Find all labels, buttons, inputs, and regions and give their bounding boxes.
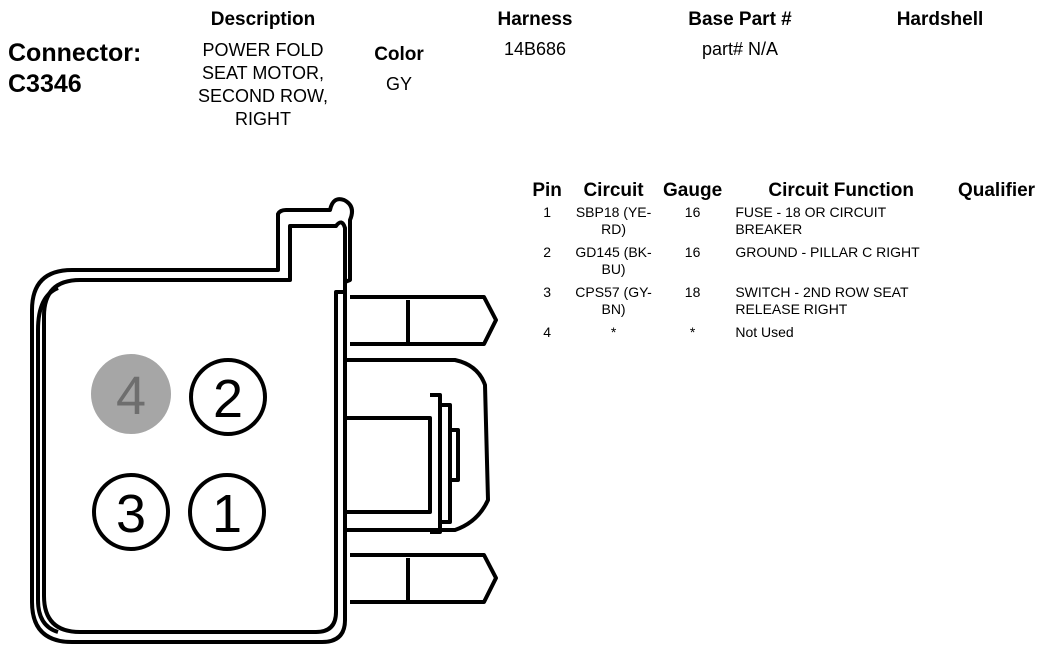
- pin-table: Pin Circuit Gauge Circuit Function Quali…: [525, 180, 1046, 347]
- cavity-2-label: 2: [213, 369, 243, 429]
- harness-heading: Harness: [497, 9, 573, 30]
- cell-pin: 2: [543, 244, 552, 260]
- cell-gauge: 16: [684, 204, 701, 220]
- connector-id: C3346: [8, 70, 82, 98]
- description-line: SEAT MOTOR,: [201, 63, 325, 83]
- cavity-4: 4: [91, 354, 171, 434]
- pin-table-header: Pin Circuit Gauge Circuit Function Quali…: [525, 180, 1046, 204]
- header-pin: Pin: [532, 180, 562, 201]
- cell-gauge: *: [689, 324, 696, 340]
- description-line: SECOND ROW,: [197, 86, 328, 106]
- connector-label: Connector:: [8, 39, 142, 67]
- cell-gauge: 16: [684, 244, 701, 260]
- header-circuit-function: Circuit Function: [768, 180, 915, 201]
- cavity-4-label: 4: [116, 366, 146, 426]
- cavity-1: 1: [188, 473, 266, 551]
- pin-row-2: 2 GD145 (BK-BU) 16 GROUND - PILLAR C RIGHT: [525, 244, 1046, 284]
- cell-pin: 1: [543, 204, 552, 220]
- cell-gauge: 18: [684, 284, 701, 300]
- cell-circuit: GD145 (BK-BU): [575, 244, 652, 277]
- harness-value: 14B686: [503, 39, 567, 59]
- cell-circuit: CPS57 (GY-BN): [575, 284, 652, 317]
- color-heading: Color: [374, 44, 424, 65]
- cell-circuit: SBP18 (YE-RD): [575, 204, 652, 237]
- cell-pin: 3: [543, 284, 552, 300]
- description-heading: Description: [210, 9, 316, 30]
- cell-qualifier: [947, 324, 1046, 347]
- hardshell-heading: Hardshell: [896, 9, 984, 30]
- cell-circuit: *: [610, 324, 617, 340]
- cell-qualifier: [947, 204, 1046, 244]
- description-line: RIGHT: [235, 109, 291, 129]
- header-qualifier: Qualifier: [957, 180, 1036, 201]
- cavity-3-label: 3: [116, 484, 146, 544]
- connector-face-diagram: 4 2 3 1: [30, 197, 498, 644]
- cavity-2: 2: [189, 358, 267, 436]
- base-part-value: part# N/A: [701, 39, 779, 59]
- pin-row-4: 4 * * Not Used: [525, 324, 1046, 347]
- cell-qualifier: [947, 244, 1046, 284]
- cell-circuit-function: GROUND - PILLAR C RIGHT: [735, 244, 920, 260]
- description-line: POWER FOLD: [202, 40, 324, 60]
- cavity-3: 3: [92, 473, 170, 551]
- color-value: GY: [385, 74, 412, 94]
- base-part-heading: Base Part #: [688, 9, 792, 30]
- cavity-1-label: 1: [212, 484, 242, 544]
- header-circuit: Circuit: [583, 180, 644, 201]
- header-gauge: Gauge: [663, 180, 723, 201]
- cell-qualifier: [947, 284, 1046, 324]
- connector-title: Connector: C3346: [8, 38, 141, 100]
- cell-pin: 4: [543, 324, 552, 340]
- cell-circuit-function: Not Used: [735, 324, 794, 340]
- connector-housing: [30, 197, 498, 644]
- description-value: POWER FOLD SEAT MOTOR, SECOND ROW, RIGHT: [172, 39, 354, 131]
